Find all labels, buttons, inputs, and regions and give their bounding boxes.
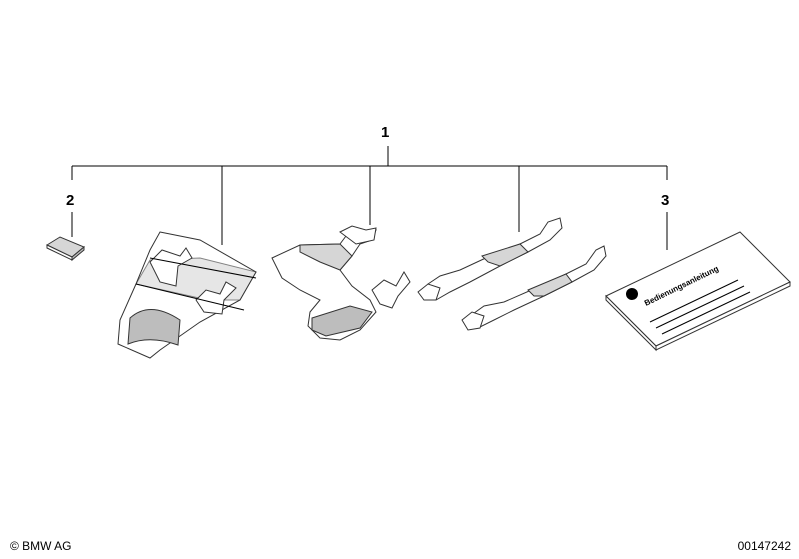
adhesive-pad — [45, 236, 85, 262]
document-number: 00147242 — [737, 539, 791, 553]
leader-lines — [71, 146, 668, 250]
buckle-strap-upper — [417, 217, 563, 301]
callout-1: 1 — [381, 124, 389, 141]
callout-3: 3 — [661, 192, 669, 209]
bmw-logo-icon — [626, 288, 638, 300]
buckle-strap-lower — [461, 245, 607, 331]
harness-plate — [117, 231, 257, 359]
copyright-text: © BMW AG — [10, 539, 72, 553]
owners-manual: Bedienungsanleitung — [605, 231, 791, 352]
callout-2: 2 — [66, 192, 74, 209]
shoulder-strap — [271, 225, 411, 341]
